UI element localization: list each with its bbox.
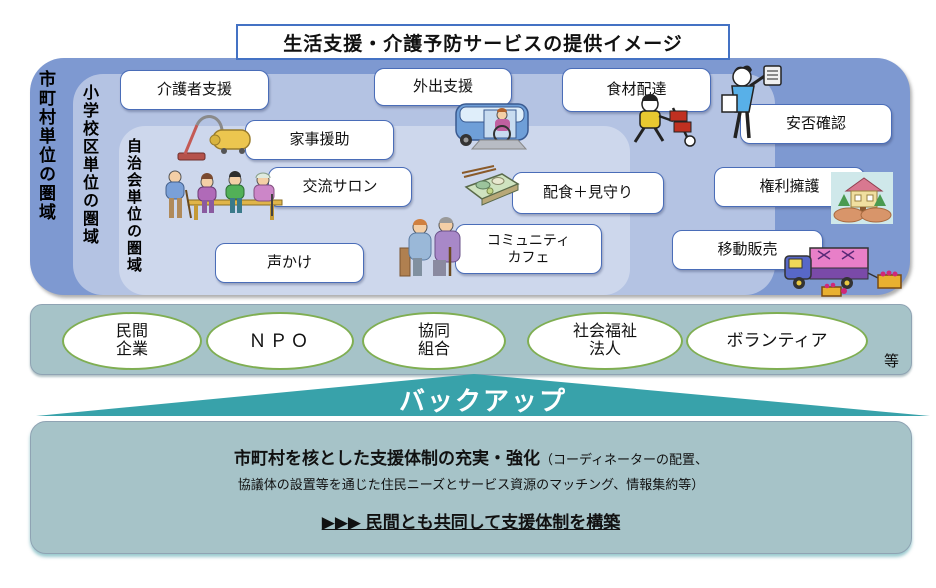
service-box-caregiver-support: 介護者支援: [120, 70, 269, 110]
backup-label: バックアップ: [398, 386, 567, 416]
bottom-panel: 市町村を核とした支援体制の充実・強化（コーディネーターの配置、 協議体の設置等を…: [30, 421, 912, 554]
service-label: 外出支援: [412, 78, 473, 95]
provider-label: 社会福祉 法人: [572, 322, 637, 358]
service-box-outing-support: 外出支援: [374, 68, 512, 106]
service-label: 家事援助: [289, 131, 350, 148]
service-box-meal-watch: 配食＋見守り: [512, 172, 664, 214]
bottom-panel-line1-main: 市町村を核とした支援体制の充実・強化: [233, 449, 540, 468]
vacuum-cleaner-icon: [176, 110, 254, 165]
provider-oval-social-welfare: 社会福祉 法人: [527, 312, 683, 370]
service-label: 権利擁護: [759, 178, 820, 195]
elderly-group-bench-icon: [160, 164, 288, 222]
service-label: 交流サロン: [302, 178, 378, 195]
service-box-community-cafe: コミュニティ カフェ: [455, 224, 602, 274]
service-label: 声かけ: [266, 254, 312, 271]
service-label: 配食＋見守り: [542, 184, 633, 201]
service-box-food-delivery: 食材配達: [562, 68, 711, 112]
service-box-safety-check: 安否確認: [740, 104, 892, 144]
provider-label: 民間 企業: [115, 322, 148, 358]
service-label: 食材配達: [606, 81, 667, 98]
region-municipal-label: 市町村単位の圏域: [36, 70, 55, 222]
service-label: 移動販売: [717, 241, 778, 258]
wheelchair-van-icon: [452, 88, 532, 154]
bottom-panel-line1: 市町村を核とした支援体制の充実・強化（コーディネーターの配置、: [31, 444, 911, 469]
service-label: 安否確認: [785, 115, 846, 132]
mobile-sales-truck-icon: [770, 243, 908, 297]
house-in-hands-icon: [831, 172, 893, 224]
provider-oval-private-company: 民間 企業: [62, 312, 202, 370]
backup-arrow: バックアップ: [36, 374, 930, 416]
delivery-handtruck-icon: [628, 92, 702, 148]
provider-oval-volunteer: ボランティア: [686, 312, 868, 370]
bento-box-icon: [458, 164, 522, 208]
region-neighborhood-label: 自治会単位の圏域: [125, 138, 142, 274]
service-box-housework-help: 家事援助: [245, 120, 394, 160]
service-label: コミュニティ カフェ: [486, 232, 571, 265]
safety-check-person-icon: [716, 62, 792, 146]
bottom-panel-line1-sub: （コーディネーターの配置、: [539, 452, 709, 467]
service-label: 介護者支援: [156, 81, 232, 98]
page-title: 生活支援・介護予防サービスの提供イメージ: [236, 24, 730, 60]
provider-label: ボランティア: [726, 331, 828, 351]
provider-oval-npo: ＮＰＯ: [206, 312, 354, 370]
provider-label: 協同 組合: [417, 322, 450, 358]
page-title-text: 生活支援・介護予防サービスの提供イメージ: [283, 33, 683, 55]
bottom-panel-line2: 協議体の設置等を通じた住民ニーズとサービス資源のマッチング、情報集約等）: [237, 477, 705, 492]
service-box-greeting: 声かけ: [215, 243, 364, 283]
community-cafe-people-icon: [397, 214, 465, 280]
service-box-exchange-salon: 交流サロン: [268, 167, 412, 207]
provider-label: ＮＰＯ: [248, 330, 312, 351]
region-school-label: 小学校区単位の圏域: [80, 84, 97, 246]
provider-oval-cooperative: 協同 組合: [362, 312, 506, 370]
bottom-panel-line3: ▶▶▶ 民間とも共同して支援体制を構築: [321, 513, 621, 532]
providers-etc-label: 等: [884, 353, 900, 370]
